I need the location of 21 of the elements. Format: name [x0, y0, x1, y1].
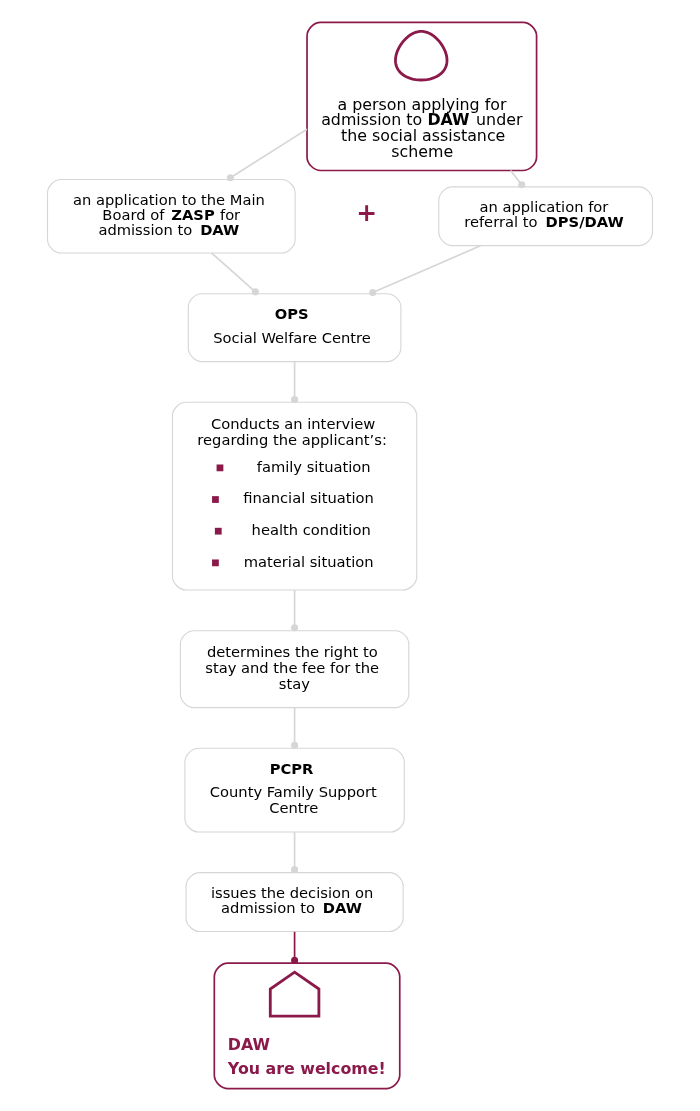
- node-box: an application for referral to DPS/DAW: [438, 186, 654, 247]
- connector: [226, 128, 308, 182]
- node-person: [394, 30, 449, 82]
- connector: [509, 169, 526, 189]
- node-box: issues the decision on admission to DAW: [185, 872, 404, 933]
- cluster: DAW You are welcome!: [213, 962, 401, 1090]
- node-picture: [268, 970, 321, 1018]
- node-box: determines the right to stay and the fee for the stay: [179, 630, 410, 709]
- cluster: a person applying for admission to DAW under the social assistance scheme: [306, 21, 538, 172]
- connector: [291, 589, 299, 632]
- connector: [291, 707, 299, 749]
- node-box: PCPR County Family Support Centre: [184, 747, 405, 833]
- connector: [210, 252, 259, 296]
- label: +: [356, 198, 378, 228]
- node-box: OPS Social Welfare Centre: [187, 293, 402, 363]
- connector: [291, 931, 299, 964]
- connector: [291, 831, 299, 874]
- node-box: Conducts an interview regarding the applicant’s: family situation financial situation health condition material situation: [171, 401, 418, 591]
- node-box: an application to the Main Board of ZASP for admission to DAW: [46, 178, 296, 254]
- connector: [291, 360, 299, 404]
- connector: [369, 244, 482, 297]
